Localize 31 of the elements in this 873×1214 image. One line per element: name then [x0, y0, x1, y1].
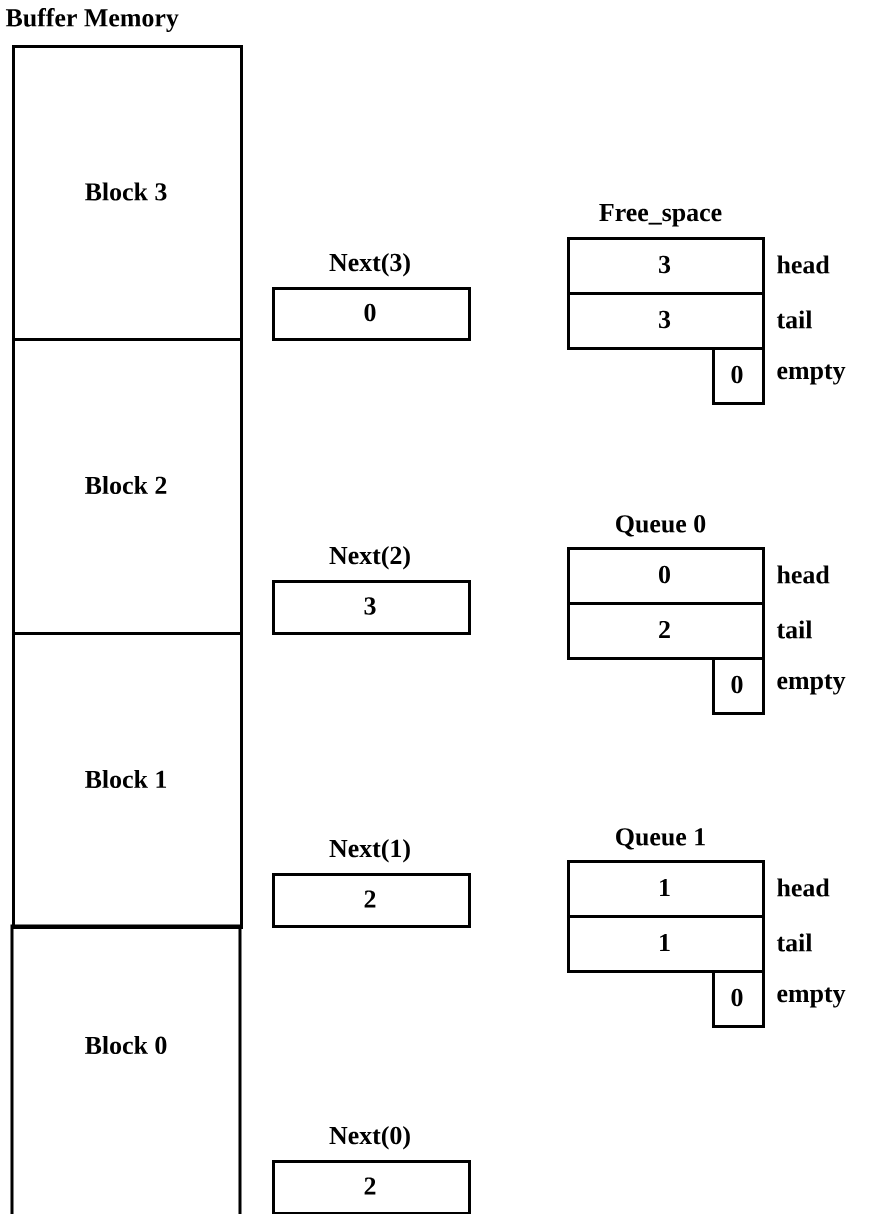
- side-label: empty: [777, 364, 846, 385]
- heading: Next(2): [329, 546, 410, 570]
- heading: Next(3): [329, 253, 410, 277]
- side-label: head: [777, 255, 830, 274]
- side-label: tail: [776, 620, 812, 639]
- memory-block: Block 1: [12, 632, 243, 929]
- memory-block: Block 3: [12, 45, 243, 341]
- side-label: empty: [777, 987, 846, 1008]
- register-cell: 1 tail: [567, 915, 812, 973]
- next-pointer-box: 0 Next(3): [272, 253, 471, 341]
- side-label: head: [777, 565, 830, 584]
- register-cell: 0 empty: [712, 970, 846, 1028]
- side-label: empty: [777, 674, 846, 695]
- next-pointer-box: 3 Next(2): [272, 546, 471, 635]
- heading: Queue 0: [616, 515, 706, 537]
- register-cell: 0 empty: [712, 657, 846, 715]
- memory-block: Block 0: [10, 924, 242, 1214]
- register-cell: 3 tail: [567, 292, 812, 350]
- side-label: head: [777, 878, 830, 897]
- memory-block: Block 2: [12, 338, 243, 635]
- register-cell: 0 empty: [712, 347, 846, 405]
- next-pointer-box: 2 Next(0): [272, 1126, 471, 1214]
- heading: Next(1): [329, 839, 410, 863]
- heading: Next(0): [329, 1126, 410, 1150]
- register-cell: 2 tail: [567, 602, 812, 660]
- next-pointer-box: 2 Next(1): [272, 839, 471, 928]
- heading: Queue 1: [616, 828, 705, 850]
- heading: Free_space: [599, 204, 722, 227]
- title: Buffer Memory: [5, 8, 179, 32]
- side-label: tail: [776, 933, 812, 952]
- side-label: tail: [776, 310, 812, 329]
